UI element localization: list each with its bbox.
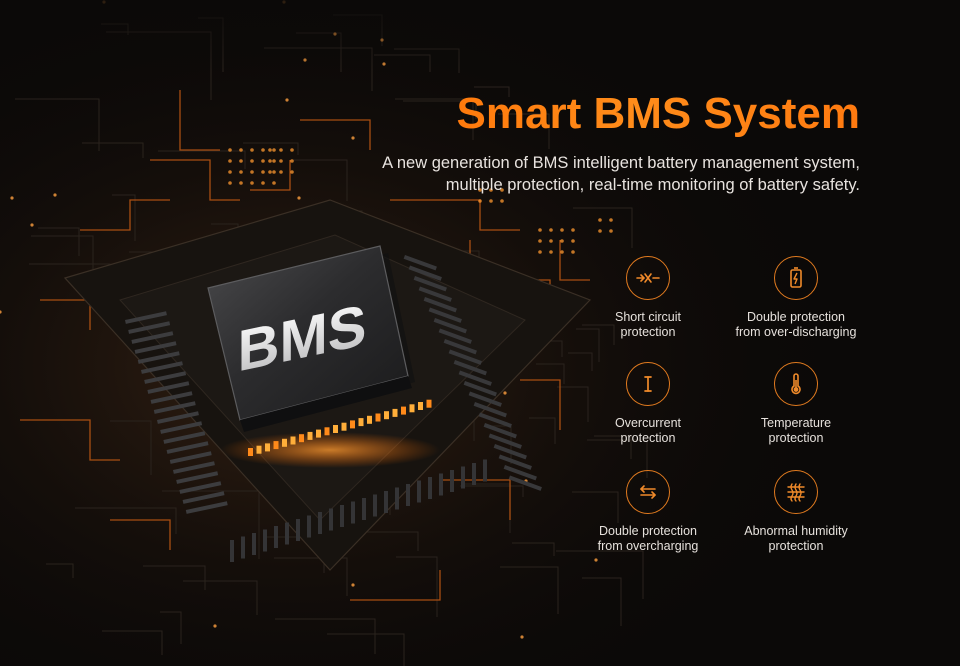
page-title: Smart BMS System: [300, 90, 860, 138]
feature-label-line: protection: [620, 325, 676, 339]
feature-label-line: Overcurrent: [615, 416, 681, 430]
feature-label: Double protection from overcharging: [573, 524, 723, 554]
feature-label: Abnormal humidity protection: [721, 524, 871, 554]
subtitle-line: multiple protection, real-time monitorin…: [445, 176, 860, 194]
chip-edge: [240, 376, 412, 432]
feature-grid: Short circuit protection Double protecti…: [573, 256, 868, 566]
feature-label-line: Short circuit: [615, 310, 681, 324]
chip-glow-row: [220, 399, 440, 468]
feature-label-line: Double protection: [599, 524, 697, 538]
chip-pins-bottom: [230, 459, 487, 562]
feature-label-line: Abnormal humidity: [744, 524, 848, 538]
subtitle-line: A new generation of BMS intelligent batt…: [382, 154, 860, 172]
feature-label-line: Double protection: [747, 310, 845, 324]
feature-label-line: from overcharging: [597, 539, 699, 553]
thermometer-icon: [774, 362, 818, 406]
feature-overcharging: Double protection from overcharging: [573, 470, 723, 554]
chip-pins-right: [403, 255, 542, 491]
feature-over-discharging: Double protection from over-discharging: [721, 256, 871, 340]
feature-label: Short circuit protection: [573, 310, 723, 340]
subtitle: A new generation of BMS intelligent batt…: [300, 152, 860, 196]
feature-label-line: protection: [768, 431, 824, 445]
hero-text: Smart BMS System A new generation of BMS…: [300, 90, 860, 196]
feature-humidity: Abnormal humidity protection: [721, 470, 871, 554]
feature-label: Overcurrent protection: [573, 416, 723, 446]
feature-label-line: from over-discharging: [735, 325, 857, 339]
battery-icon: [774, 256, 818, 300]
feature-temperature: Temperature protection: [721, 362, 871, 446]
short-circuit-icon: [626, 256, 670, 300]
arrows-icon: [626, 470, 670, 514]
overcurrent-icon: [626, 362, 670, 406]
feature-overcurrent: Overcurrent protection: [573, 362, 723, 446]
feature-label: Double protection from over-discharging: [721, 310, 871, 340]
feature-label: Temperature protection: [721, 416, 871, 446]
feature-short-circuit: Short circuit protection: [573, 256, 723, 340]
feature-label-line: protection: [768, 539, 824, 553]
feature-label-line: Temperature: [760, 416, 832, 430]
chip-pins-left: [125, 311, 228, 514]
humidity-icon: [774, 470, 818, 514]
feature-label-line: protection: [620, 431, 676, 445]
